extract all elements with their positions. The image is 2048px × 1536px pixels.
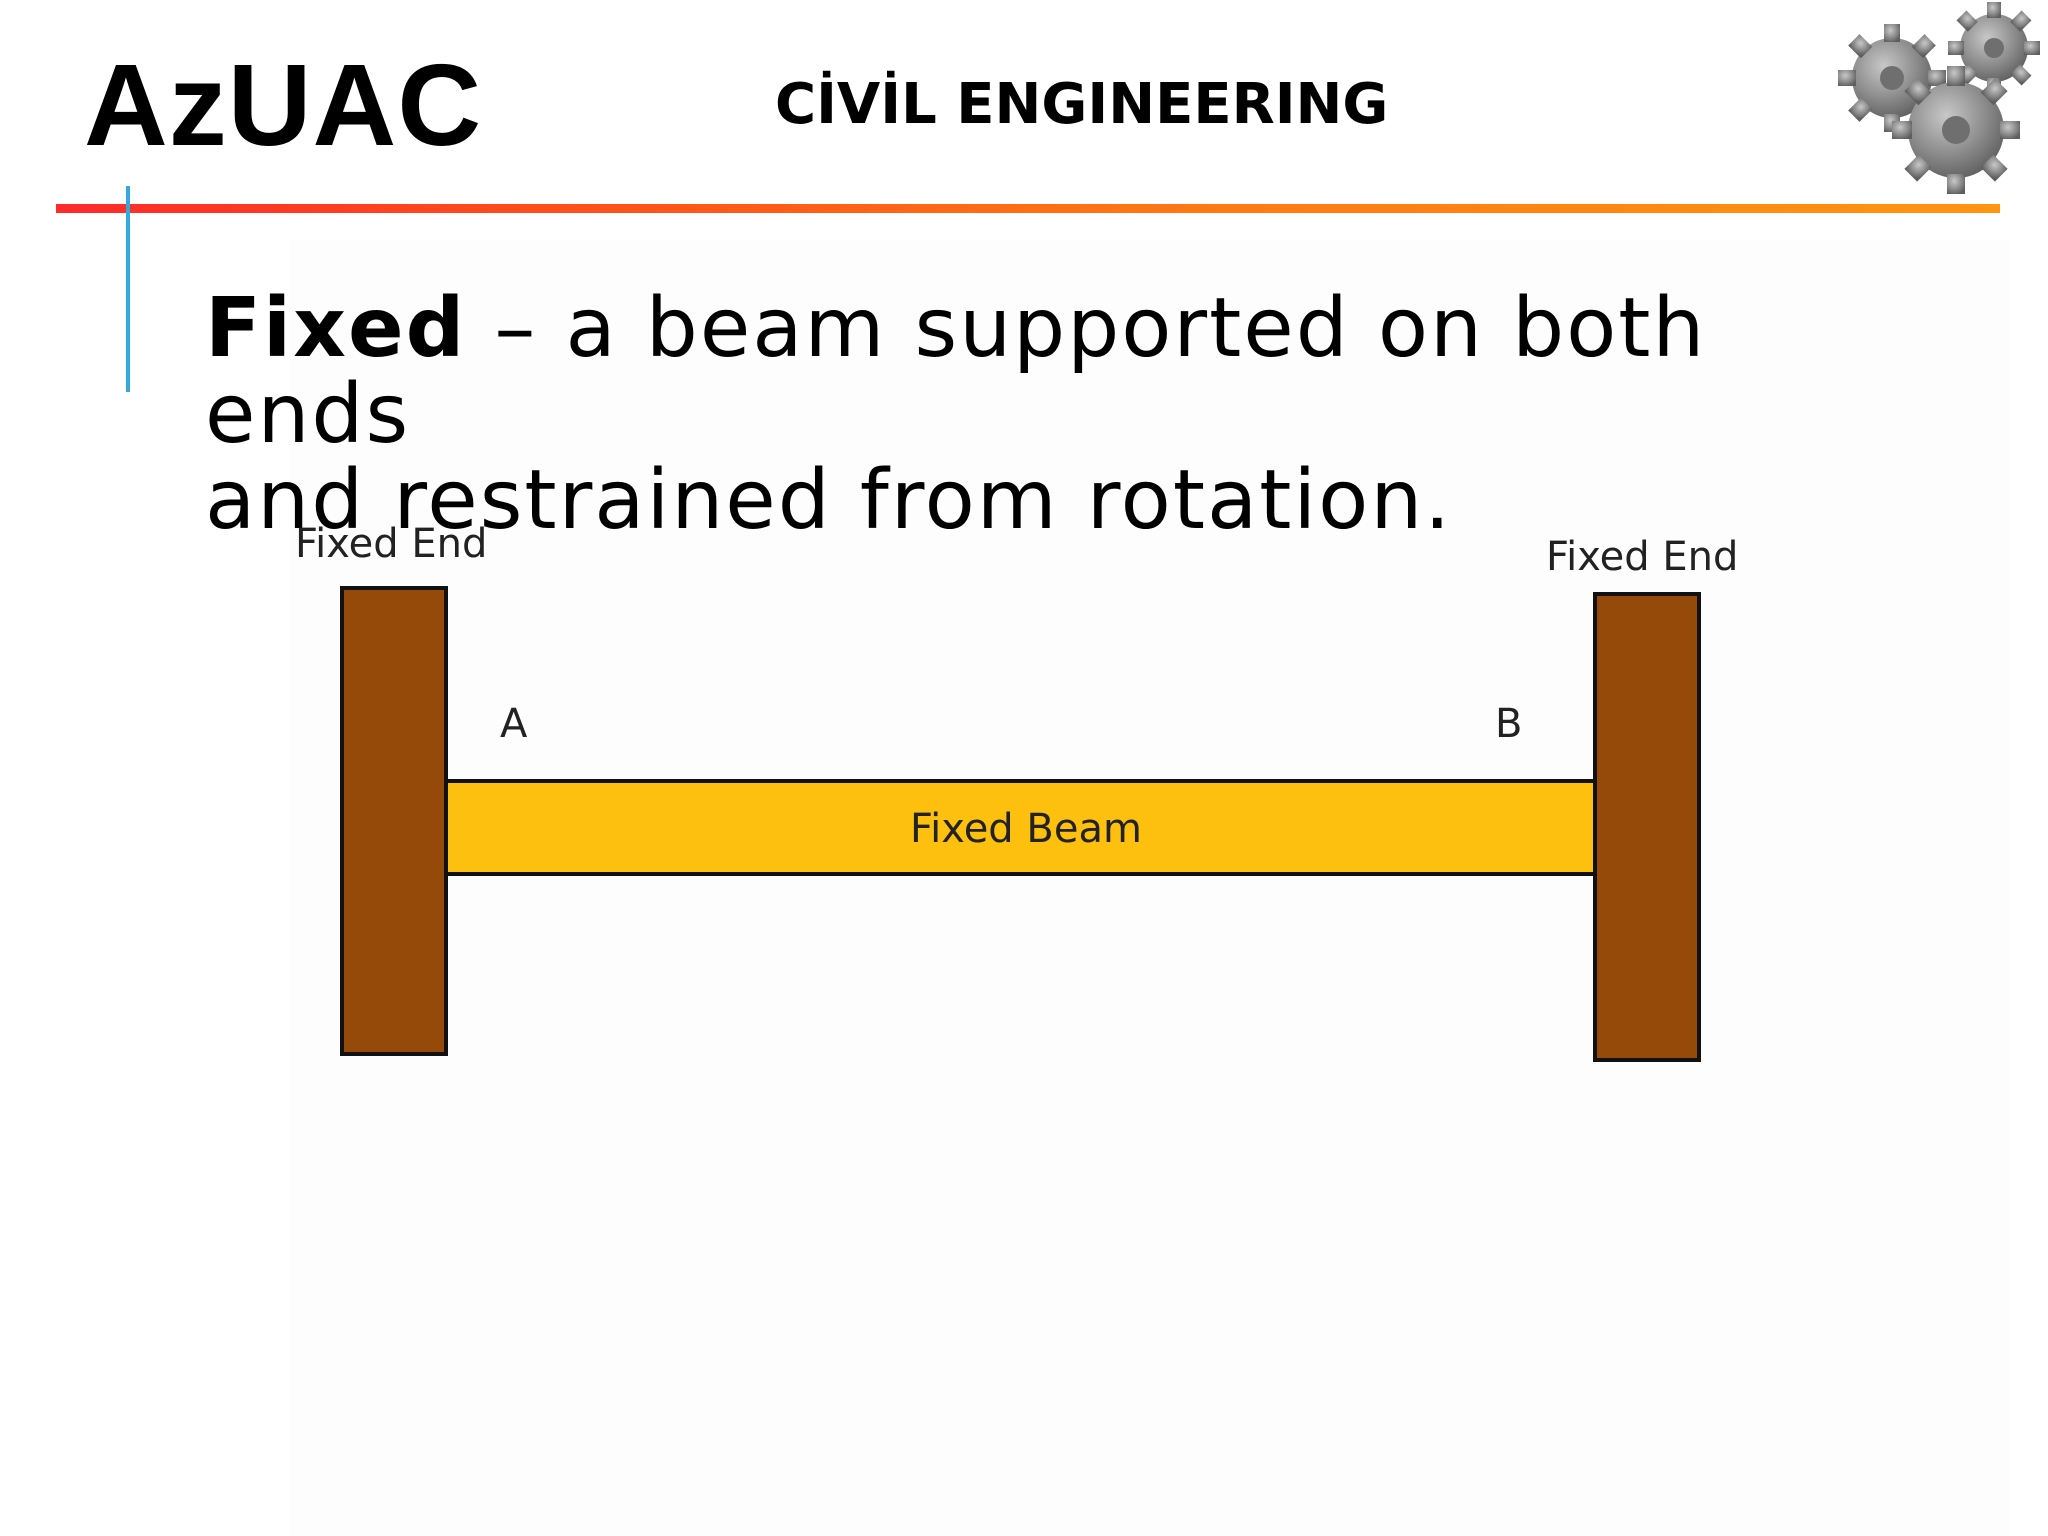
point-a-label: A: [500, 701, 528, 747]
fixed-beam-diagram: Fixed End Fixed End A B Fixed Beam: [295, 521, 1738, 1062]
content-panel: [290, 240, 2010, 1536]
point-b-label: B: [1495, 701, 1522, 747]
logo-text: AzUAC: [84, 40, 483, 170]
header-divider: [56, 204, 2000, 213]
header-title: CİVİL ENGINEERING: [775, 72, 1389, 137]
definition-text: Fixed – a beam supported on both ends an…: [205, 286, 1905, 544]
accent-bar: [126, 186, 130, 392]
beam: [444, 779, 1597, 876]
definition-line2: and restrained from rotation.: [205, 453, 1453, 548]
left-support-label: Fixed End: [295, 521, 487, 567]
left-support: [340, 586, 448, 1056]
beam-label: Fixed Beam: [910, 806, 1142, 852]
definition-line1: – a beam supported on both ends: [205, 281, 1707, 462]
right-support: [1593, 592, 1701, 1062]
definition-term: Fixed: [205, 281, 467, 376]
gears-icon: [1838, 2, 2040, 194]
right-support-label: Fixed End: [1546, 534, 1738, 580]
